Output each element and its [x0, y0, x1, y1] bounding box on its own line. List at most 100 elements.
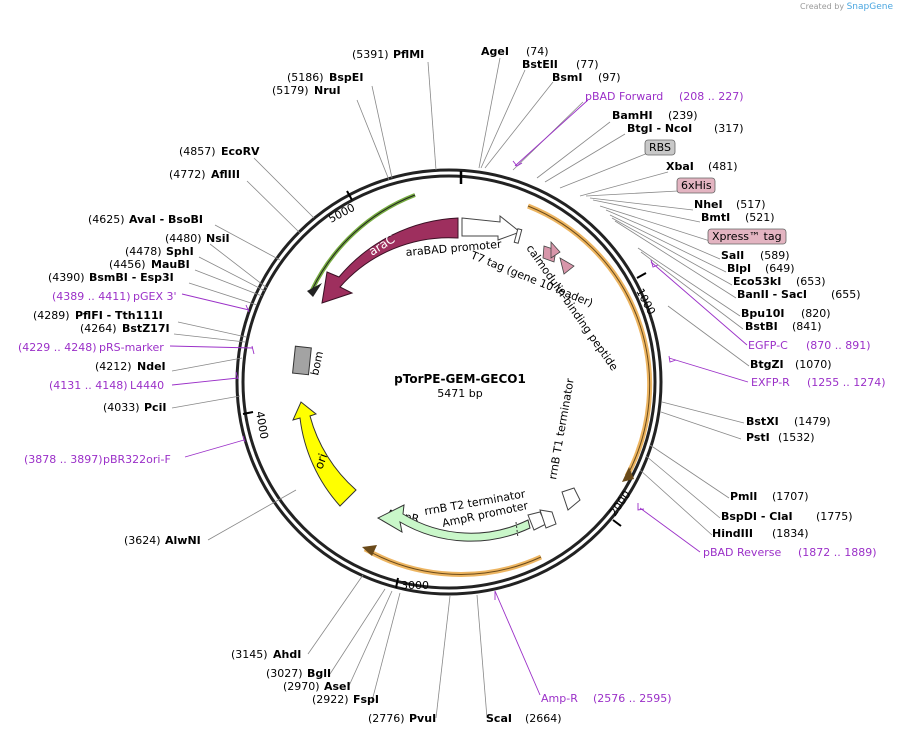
enzyme-pos-pvui: (2776): [368, 712, 405, 725]
enzyme-name-pmli: PmlI: [730, 490, 757, 503]
enzyme-pos-ecorv: (4857): [179, 145, 216, 158]
enzyme-pos-pmli: (1707): [772, 490, 809, 503]
enzyme-name-hindiii: HindIII: [712, 527, 753, 540]
rrnbt1-feature: [561, 487, 581, 511]
primer-range-pgex-3: (4389 .. 4411): [52, 290, 131, 303]
calmodulin-mark: [559, 257, 575, 275]
enzyme-name-maubi: MauBI: [151, 258, 190, 271]
enzyme-pos-bamhi: (239): [668, 109, 698, 122]
bom-label: bom: [308, 350, 326, 377]
primer-name-exfp-r: EXFP-R: [751, 376, 790, 389]
enzyme-pos-scai: (2664): [525, 712, 562, 725]
ori-label: ori: [312, 452, 330, 471]
enzyme-labels-right: AgeI (74) BstEII (77) BsmI (97) BamHI (2…: [481, 45, 861, 540]
enzyme-pos-bstxi: (1479): [794, 415, 831, 428]
enzyme-name-sphi: SphI: [166, 245, 194, 258]
enzyme-pos-psti: (1532): [778, 431, 815, 444]
tick-label-4000: 4000: [253, 410, 271, 440]
primer-range-exfp-r: (1255 .. 1274): [807, 376, 886, 389]
enzyme-pos-ahdi: (3145): [231, 648, 268, 661]
enzyme-pos-bstbi: (841): [792, 320, 822, 333]
primer-name-egfp-c: EGFP-C: [748, 339, 788, 352]
enzyme-name-bgli: BglI: [307, 667, 331, 680]
enzyme-name-bmti: BmtI: [701, 211, 730, 224]
enzyme-name-pflfi-tth111i: PflFI - Tth111I: [75, 309, 163, 322]
ampr-dashed-divider: [515, 521, 519, 539]
xpress-tag-label: Xpress™ tag: [712, 230, 782, 243]
enzyme-pos-avai-bsobi: (4625): [88, 213, 125, 226]
enzyme-name-asei: AseI: [324, 680, 351, 693]
enzyme-pos-bsmbi-esp3i: (4390): [48, 271, 85, 284]
enzyme-pos-alwni: (3624): [124, 534, 161, 547]
enzyme-name-xbai: XbaI: [666, 160, 694, 173]
enzyme-name-bstbi: BstBI: [745, 320, 778, 333]
enzyme-name-bpu10i: Bpu10I: [741, 307, 785, 320]
enzyme-name-pflmi: PflMI: [393, 48, 424, 61]
enzyme-name-alwni: AlwNI: [165, 534, 201, 547]
arabad-promoter-arrow: [461, 214, 522, 241]
enzyme-name-bsmbi-esp3i: BsmBI - Esp3I: [89, 271, 174, 284]
enzyme-name-banii-saci: BanII - SacI: [737, 288, 807, 301]
enzyme-name-scai: ScaI: [486, 712, 512, 725]
rbs-box: [644, 139, 676, 156]
enzyme-pos-ndei: (4212): [95, 360, 132, 373]
enzyme-pos-bgli: (3027): [266, 667, 303, 680]
enzyme-pos-xbai: (481): [708, 160, 738, 173]
enzyme-pos-sphi: (4478): [125, 245, 162, 258]
rrnbt1-label: rrnB T1 terminator: [546, 377, 577, 481]
enzyme-name-bsmi: BsmI: [552, 71, 583, 84]
primer-name-amp-r: Amp-R: [541, 692, 578, 705]
primer-range-amp-r: (2576 .. 2595): [593, 692, 672, 705]
enzyme-name-avai-bsobi: AvaI - BsoBI: [129, 213, 203, 226]
enzyme-name-bspei: BspEI: [329, 71, 363, 84]
feature-arc-bottom-line: [364, 548, 542, 575]
enzyme-pos-hindiii: (1834): [772, 527, 809, 540]
enzyme-pos-maubi: (4456): [109, 258, 146, 271]
enzyme-name-btgzi: BtgZI: [750, 358, 784, 371]
enzyme-name-ageI: AgeI: [481, 45, 509, 58]
bom-feature: [292, 345, 312, 376]
enzyme-name-afliii: AflIII: [211, 168, 240, 181]
enzyme-name-ahdi: AhdI: [273, 648, 301, 661]
feature-arc-right-line: [527, 205, 651, 477]
enzyme-name-nsii: NsiI: [206, 232, 230, 245]
enzyme-name-nrui: NruI: [314, 84, 341, 97]
enzyme-name-ecorv: EcoRV: [221, 145, 260, 158]
enzyme-pos-sali: (589): [760, 249, 790, 262]
enzyme-pos-ageI: (74): [526, 45, 549, 58]
enzyme-pos-bpu10i: (820): [801, 307, 831, 320]
enzyme-pos-nsii: (4480): [165, 232, 202, 245]
plasmid-name: pTorPE-GEM-GECO1: [394, 372, 526, 386]
backbone-outer-ring: [235, 168, 663, 596]
rbs-label: RBS: [649, 141, 671, 154]
ampr-feature-arrow: [376, 504, 531, 542]
enzyme-name-ndei: NdeI: [137, 360, 166, 373]
enzyme-pos-pcii: (4033): [103, 401, 140, 414]
plasmid-length: 5471 bp: [437, 387, 482, 400]
enzyme-pos-btgzi: (1070): [795, 358, 832, 371]
boxed-feature-labels: RBS 6xHis Xpress™ tag: [644, 139, 787, 245]
feature-arc-bottom-arrowhead: [362, 545, 377, 556]
arac-arc-arrowhead: [307, 283, 322, 297]
amp-promoter-feature: [539, 509, 557, 529]
primer-name-pbad-forward: pBAD Forward: [585, 90, 663, 103]
tick-marks: 1000 2000 3000 4000 5000: [242, 190, 658, 592]
enzyme-name-fspi: FspI: [353, 693, 379, 706]
primer-range-prs-marker: (4229 .. 4248): [18, 341, 97, 354]
enzyme-pos-nrui: (5179): [272, 84, 309, 97]
enzyme-pos-fspi: (2922): [312, 693, 349, 706]
enzyme-pos-banii-saci: (655): [831, 288, 861, 301]
enzyme-pos-bspei: (5186): [287, 71, 324, 84]
feature-arc-right-arrowhead: [622, 467, 634, 482]
snapgene-branding: Created by SnapGene: [800, 2, 893, 12]
primer-lines: [169, 99, 749, 696]
primer-range-egfp-c: (870 .. 891): [806, 339, 871, 352]
primer-name-l4440: L4440: [130, 379, 164, 392]
primer-name-pbr322ori-f: pBR322ori-F: [103, 453, 171, 466]
enzyme-pos-btgi-ncoi: (317): [714, 122, 744, 135]
primer-range-pbad-reverse: (1872 .. 1889): [798, 546, 877, 559]
enzyme-pos-nhei: (517): [736, 198, 766, 211]
primer-name-prs-marker: pRS-marker: [99, 341, 164, 354]
arac-arc-line: [311, 194, 416, 291]
